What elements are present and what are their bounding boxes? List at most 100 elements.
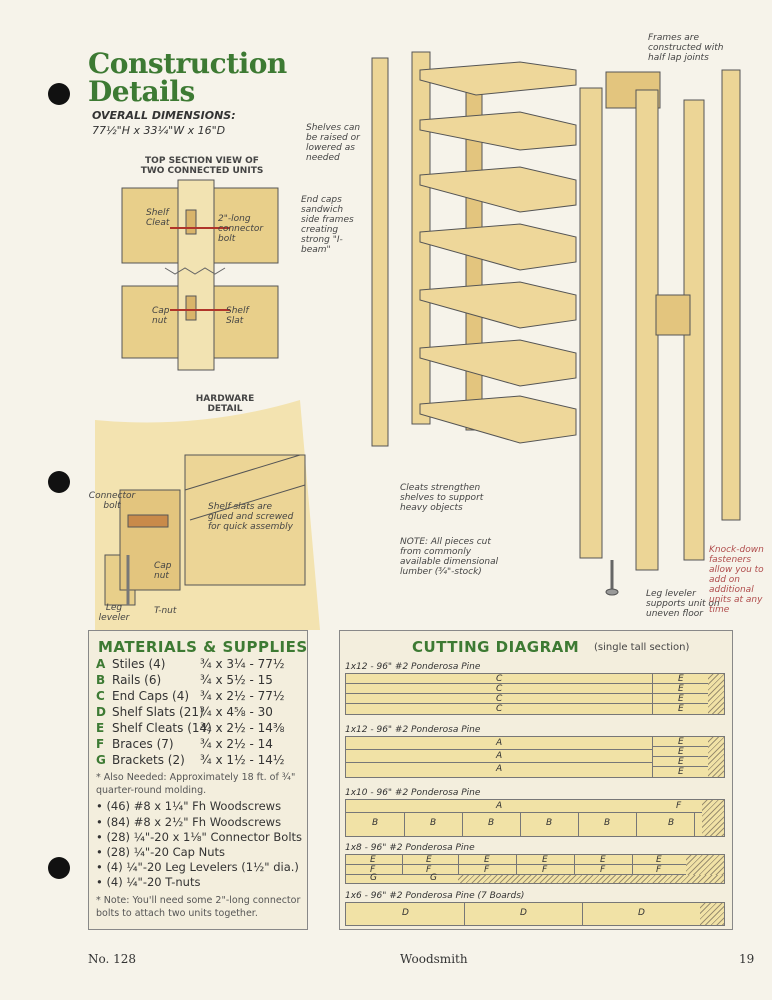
material-row: G Brackets (2) ¾ x 1½ - 14½ — [96, 753, 285, 769]
board-label: 1x12 - 96" #2 Ponderosa Pine — [345, 662, 481, 672]
materials-title: MATERIALS & SUPPLIES — [98, 638, 308, 656]
part-label: B — [372, 818, 379, 828]
shelves-raised-label: Shelves can be raised or lowered as need… — [306, 123, 361, 163]
part-label: D — [638, 908, 645, 918]
publication-name: Woodsmith — [400, 952, 468, 966]
supply-item: • (4) ¼"-20 T-nuts — [96, 875, 201, 889]
material-letter: E — [96, 721, 105, 735]
part-label: A — [496, 764, 503, 774]
dimensions-value: 77½"H x 33¼"W x 16"D — [92, 124, 226, 137]
materials-panel — [88, 630, 308, 930]
part-label: E — [678, 704, 684, 714]
shelf-slats-glued-label: Shelf slats are glued and screwed for qu… — [208, 502, 294, 532]
cleats-strengthen-label: Cleats strengthen shelves to support hea… — [400, 483, 484, 513]
part-label: B — [546, 818, 553, 828]
part-label: D — [402, 908, 409, 918]
material-letter: D — [96, 705, 106, 719]
part-label: E — [678, 737, 684, 747]
dimensions-label: OVERALL DIMENSIONS: — [92, 109, 236, 122]
part-label: E — [678, 757, 684, 767]
part-label: F — [542, 865, 548, 875]
material-size: ¾ x 2½ - 14⅜ — [200, 721, 285, 735]
material-name: Stiles (4) — [112, 657, 166, 671]
board-3: A F B B B B B B — [345, 799, 725, 837]
part-label: C — [496, 704, 503, 714]
part-label: E — [678, 694, 684, 704]
material-size: ¾ x 2½ - 14 — [200, 737, 273, 751]
title-line-1: Construction — [88, 47, 287, 80]
hardware-detail — [95, 400, 320, 630]
part-label: E — [542, 855, 548, 865]
construction-illustration — [95, 51, 741, 630]
material-size: ¾ x 5½ - 15 — [200, 673, 273, 687]
material-size: ¾ x 1½ - 14½ — [200, 753, 285, 767]
part-label: E — [678, 684, 684, 694]
part-label: C — [496, 674, 503, 684]
part-label: F — [426, 865, 432, 875]
board-label: 1x6 - 96" #2 Ponderosa Pine (7 Boards) — [345, 891, 525, 901]
t-nut-label: T-nut — [154, 606, 177, 616]
part-label: G — [370, 873, 377, 883]
board-label: 1x12 - 96" #2 Ponderosa Pine — [345, 725, 481, 735]
part-label: D — [520, 908, 527, 918]
material-name: Braces (7) — [112, 737, 174, 751]
material-row: F Braces (7) ¾ x 2½ - 14 — [96, 737, 273, 753]
cap-nut-2-label: Cap nut — [154, 561, 172, 581]
material-letter: B — [96, 673, 106, 687]
material-letter: G — [96, 753, 106, 767]
leg-leveler-supports-label: Leg leveler supports unit on uneven floo… — [646, 589, 720, 619]
cutting-diagram-subtitle: (single tall section) — [594, 642, 690, 653]
part-label: F — [676, 801, 682, 811]
part-label: E — [600, 855, 606, 865]
material-letter: F — [96, 737, 105, 751]
knockdown-fasteners-label: Knock-down fasteners allow you to add on… — [709, 545, 764, 615]
material-letter: C — [96, 689, 105, 703]
cap-nut-label: Cap nut — [152, 306, 170, 326]
bookcase-drawing — [371, 51, 741, 596]
supply-item: • (84) #8 x 2½" Fh Woodscrews — [96, 815, 282, 829]
supply-item: • (46) #8 x 1¼" Fh Woodscrews — [96, 799, 282, 813]
material-row: B Rails (6) ¾ x 5½ - 15 — [96, 673, 273, 689]
shelf-cleat-label: Shelf Cleat — [146, 208, 170, 228]
binder-hole-middle — [48, 471, 70, 493]
supply-item: • (4) ¼"-20 Leg Levelers (1½" dia.) — [96, 860, 299, 874]
part-label: A — [496, 738, 503, 748]
note-label: NOTE: All pieces cut from commonly avail… — [400, 537, 499, 577]
part-label: F — [656, 865, 662, 875]
part-label: B — [488, 818, 495, 828]
part-label: E — [484, 855, 490, 865]
part-label: A — [496, 751, 503, 761]
shelf-slat-label: Shelf Slat — [226, 306, 249, 326]
supply-item: • (28) ¼"-20 Cap Nuts — [96, 845, 225, 859]
board-4: E E E E E E F F F F F F G G — [345, 854, 725, 884]
part-label: C — [496, 684, 503, 694]
material-size: ¾ x 2½ - 77½ — [200, 689, 285, 703]
part-label: E — [678, 747, 684, 757]
part-label: E — [678, 674, 684, 684]
part-label: A — [496, 801, 503, 811]
part-label: F — [484, 865, 490, 875]
part-label: B — [668, 818, 675, 828]
part-label: C — [496, 694, 503, 704]
also-needed-note: * Also Needed: Approximately 18 ft. of ¾… — [96, 772, 296, 796]
top-section-view — [121, 179, 279, 371]
material-size: ¾ x 4⅝ - 30 — [200, 705, 273, 719]
top-section-title: TOP SECTION VIEW OF TWO CONNECTED UNITS — [140, 156, 264, 176]
board-2: A A A E E E E — [345, 736, 725, 778]
cutting-diagram-title: CUTTING DIAGRAM — [412, 638, 580, 656]
issue-number: No. 128 — [88, 952, 137, 966]
part-label: E — [678, 767, 684, 777]
part-label: E — [370, 855, 376, 865]
part-label: E — [656, 855, 662, 865]
material-name: Shelf Slats (21) — [112, 705, 204, 719]
frames-half-lap-label: Frames are constructed with half lap joi… — [648, 33, 724, 63]
material-name: Rails (6) — [112, 673, 162, 687]
end-caps-label: End caps sandwich side frames creating s… — [301, 195, 354, 255]
material-name: End Caps (4) — [112, 689, 190, 703]
part-label: F — [370, 865, 376, 875]
material-size: ¾ x 3¼ - 77½ — [200, 657, 285, 671]
connector-bolts-note: * Note: You'll need some 2"-long connect… — [96, 895, 301, 919]
material-name: Brackets (2) — [112, 753, 185, 767]
page-number: 19 — [739, 952, 755, 966]
